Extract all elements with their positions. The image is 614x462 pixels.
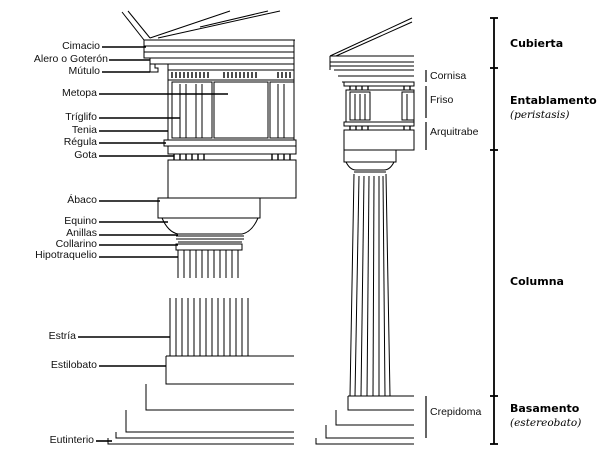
label-tenia: Tenia (71, 124, 97, 136)
label-metopa: Metopa (61, 87, 97, 99)
detail-frieze (167, 69, 295, 141)
label-cimacio: Cimacio (62, 40, 100, 52)
label-crepidoma: Crepidoma (430, 406, 482, 418)
group-bracket (490, 17, 498, 445)
label-abaco: Ábaco (67, 194, 97, 206)
group-columna: Columna (510, 275, 564, 288)
elevation-crepidoma (315, 395, 414, 445)
label-estria: Estría (48, 330, 76, 342)
group-basamento: Basamento (510, 402, 580, 415)
label-gota: Gota (74, 149, 97, 161)
label-cornisa: Cornisa (430, 70, 467, 82)
detail-capital (157, 197, 261, 278)
label-estilobato: Estilobato (50, 359, 97, 371)
detail-roof (121, 10, 295, 41)
group-entablamento: Entablamento (510, 94, 597, 107)
label-friso: Friso (430, 94, 454, 106)
label-equino: Equino (64, 215, 97, 227)
label-collarino: Collarino (55, 238, 97, 250)
group-cubierta: Cubierta (510, 37, 564, 50)
elevation-roof (329, 17, 414, 83)
label-mutulo: Mútulo (68, 65, 100, 77)
label-triglifo: Tríglifo (65, 111, 97, 123)
label-eutinterio: Eutinterio (49, 434, 94, 446)
label-regula: Régula (63, 136, 97, 148)
detail-leader-lines (78, 46, 228, 442)
label-arquitrabe: Arquitrabe (430, 126, 479, 138)
label-hipotraquelio: Hipotraquelio (35, 249, 97, 261)
group-entablamento-sub: (peristasis) (510, 109, 570, 121)
detail-architrave (163, 139, 297, 199)
elevation-entablature (343, 81, 415, 151)
detail-steps (107, 355, 294, 445)
elevation-column (343, 149, 397, 397)
group-basamento-sub: (estereobato) (510, 417, 582, 429)
label-alero: Alero o Goterón (33, 53, 108, 65)
detail-shaft (169, 298, 249, 356)
detail-cornice (143, 39, 295, 73)
label-anillas: Anillas (66, 227, 97, 239)
